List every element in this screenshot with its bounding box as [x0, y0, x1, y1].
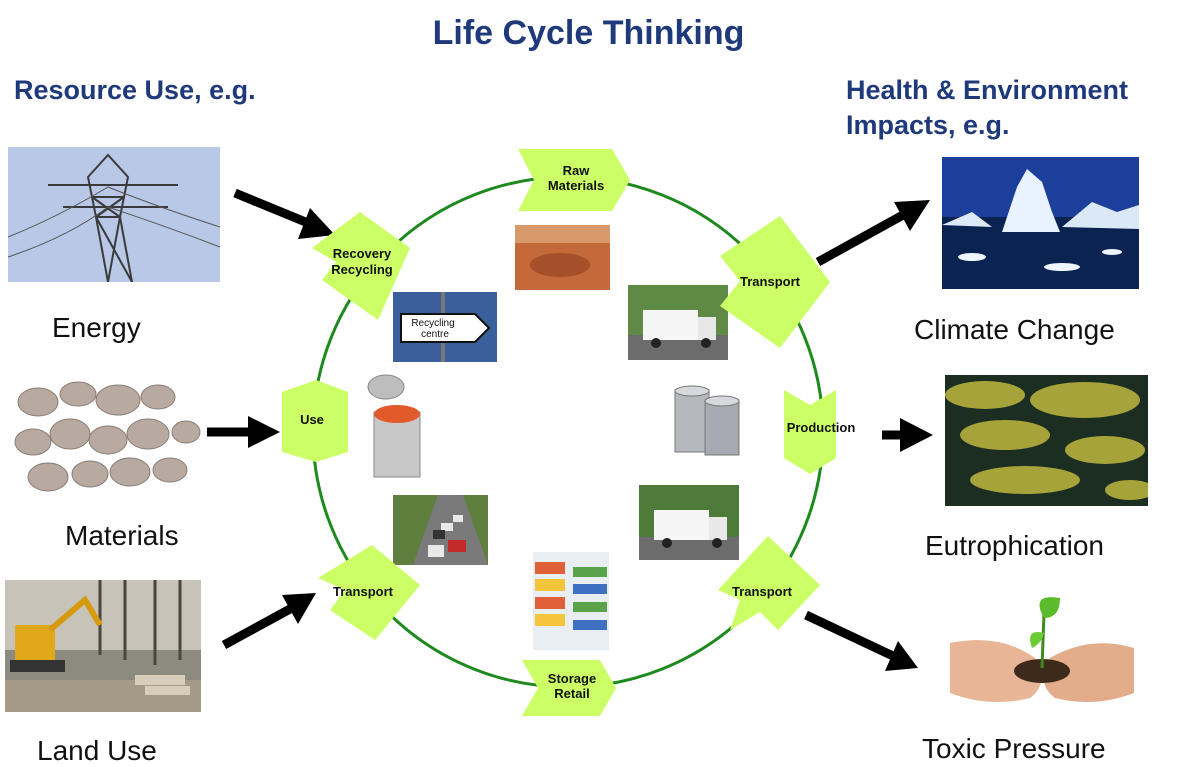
raw-materials-label-line-1: Raw: [563, 163, 591, 178]
traffic-photo: [393, 495, 488, 565]
transport-1-label: Transport: [740, 274, 801, 289]
use-label: Use: [300, 412, 324, 427]
recovery-recycling-label-line-2: Recycling: [331, 262, 392, 277]
stage-raw-materials: Raw Materials: [518, 149, 630, 211]
open-can-photo: [356, 372, 434, 482]
impacts-heading: Health & Environment Impacts, e.g.: [846, 73, 1128, 143]
quarry-photo: [515, 225, 610, 290]
stage-use: Use: [282, 380, 348, 462]
sign-text-line-1: Recycling: [411, 318, 454, 329]
stage-transport-2: Transport: [718, 536, 820, 630]
stage-transport-3: Transport: [318, 545, 420, 640]
climate-change-arrow: [815, 200, 930, 266]
resource-arrows: [207, 188, 933, 671]
impacts-heading-line-2: Impacts, e.g.: [846, 110, 1010, 140]
land-use-arrow: [221, 593, 316, 649]
eutrophication-caption: Eutrophication: [925, 530, 1105, 561]
climate-iceberg-photo: [942, 157, 1139, 289]
stage-recovery-recycling: Recovery Recycling: [312, 212, 410, 320]
eutrophication-algae-photo: [945, 375, 1148, 506]
energy-arrow: [233, 188, 335, 239]
stage-production: Production: [784, 390, 855, 474]
truck-photo-2: [639, 485, 739, 560]
supermarket-shelves-photo: [533, 552, 609, 650]
climate-change-caption: Climate Change: [914, 314, 1115, 345]
impacts-heading-line-1: Health & Environment: [846, 75, 1129, 105]
truck-photo-1: [628, 285, 728, 360]
land-use-excavator-photo: [5, 580, 201, 712]
transport-2-label: Transport: [732, 584, 793, 599]
stage-storage-retail: Storage Retail: [522, 660, 616, 716]
materials-arrow: [207, 416, 280, 448]
sign-text-line-2: centre: [421, 329, 449, 340]
materials-rocks-photo: [8, 372, 206, 502]
stage-transport-1: Transport: [720, 216, 830, 348]
raw-materials-label-line-2: Materials: [548, 178, 604, 193]
materials-caption: Materials: [65, 520, 179, 551]
toxic-pressure-arrow: [804, 610, 918, 671]
energy-pylon-photo: [8, 147, 220, 282]
diagram-title: Life Cycle Thinking: [432, 14, 745, 52]
eutrophication-arrow: [882, 418, 933, 452]
resource-use-heading: Resource Use, e.g.: [14, 75, 256, 105]
production-label: Production: [787, 420, 856, 435]
storage-retail-label-line-1: Storage: [548, 671, 596, 686]
recovery-recycling-label-line-1: Recovery: [333, 246, 392, 261]
storage-retail-label-line-2: Retail: [554, 686, 589, 701]
toxic-pressure-caption: Toxic Pressure: [922, 733, 1106, 764]
recycling-sign-photo: Recycling centre: [393, 292, 497, 362]
energy-caption: Energy: [52, 312, 141, 343]
tin-cans-photo: [650, 380, 755, 462]
transport-3-label: Transport: [333, 584, 394, 599]
land-use-caption: Land Use: [37, 735, 157, 766]
toxic-pressure-hands-photo: [940, 573, 1144, 713]
